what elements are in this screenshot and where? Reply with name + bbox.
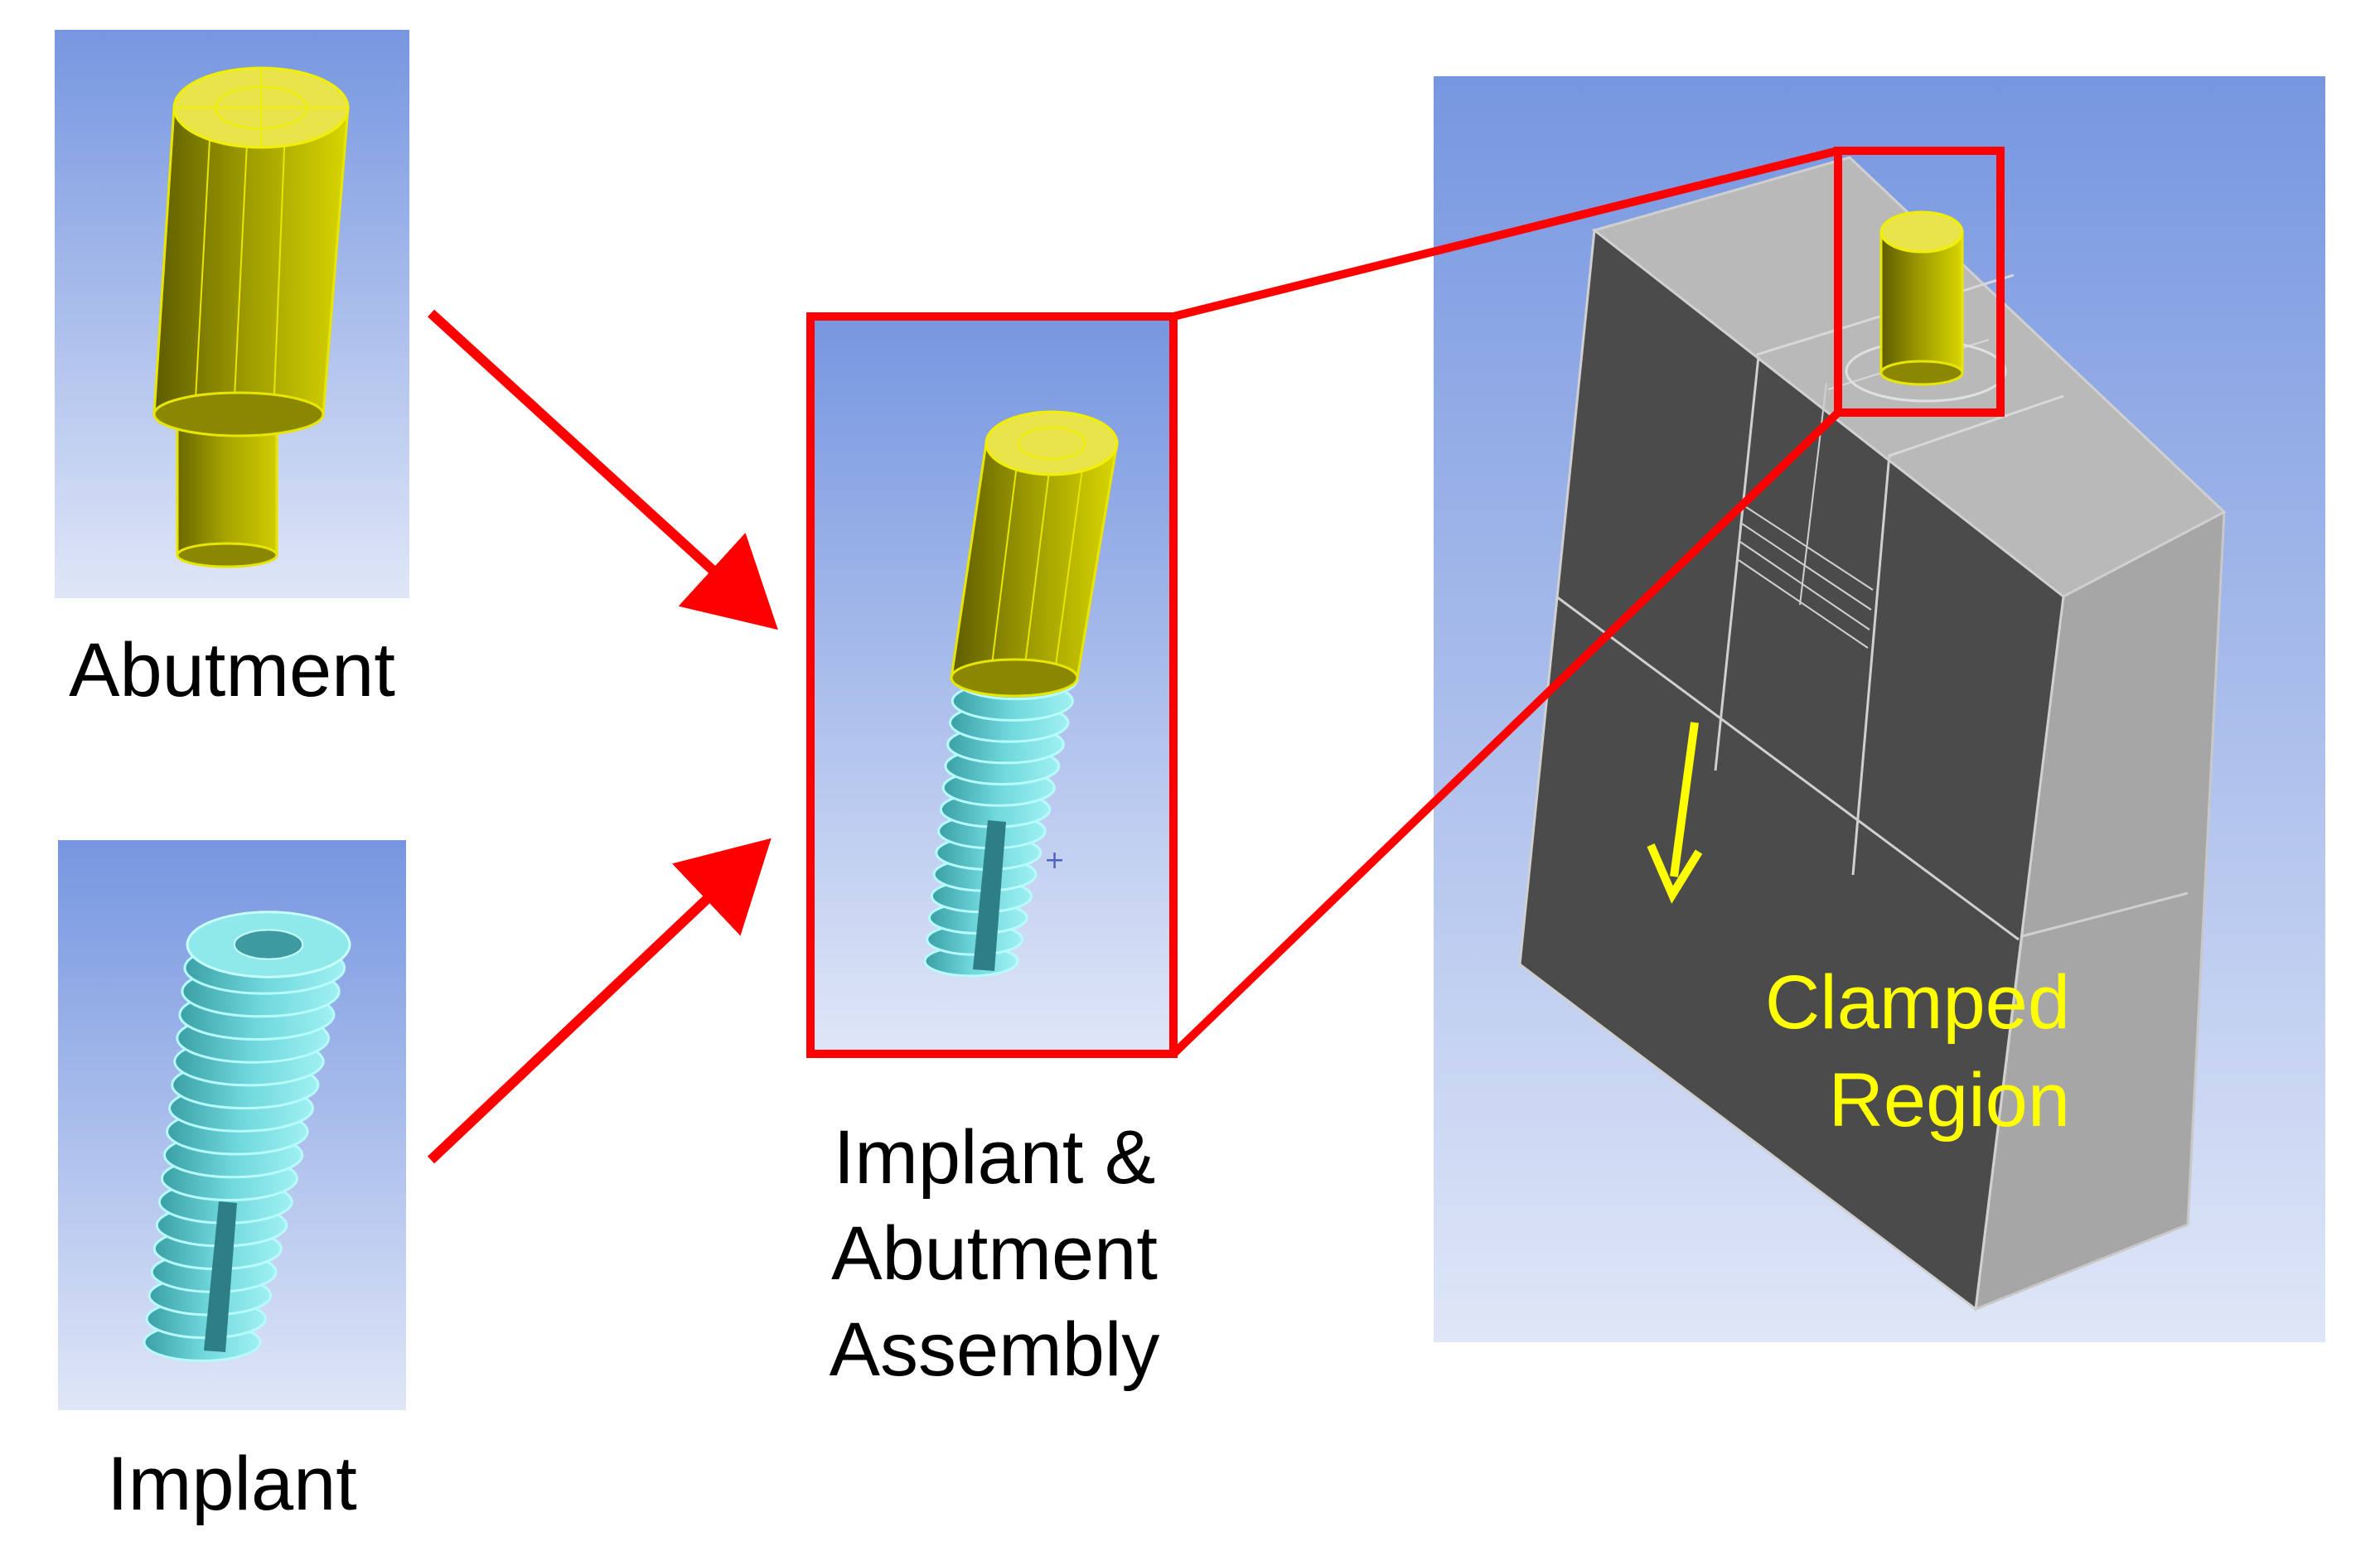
crosshair-marker: + bbox=[1044, 846, 1065, 875]
abutment-panel bbox=[55, 30, 409, 598]
bone-block-panel bbox=[1434, 76, 2325, 1342]
assembly-highlight-box bbox=[806, 312, 1178, 1058]
implant-groove bbox=[204, 1201, 237, 1352]
load-arrow-head bbox=[1647, 843, 1703, 904]
abutment-label: Abutment bbox=[69, 628, 395, 713]
implant-label: Implant bbox=[107, 1442, 357, 1526]
implant-model bbox=[143, 911, 351, 1362]
bone-block-model bbox=[1518, 156, 2227, 1312]
arrow-implant-to-assembly bbox=[427, 838, 772, 1164]
zoom-highlight-box bbox=[1834, 147, 2005, 417]
zoom-connector-top bbox=[1172, 147, 1840, 321]
implant-groove bbox=[973, 820, 1006, 971]
clamped-region-label: Clamped Region bbox=[1764, 960, 2070, 1143]
abutment-model bbox=[152, 66, 350, 568]
zoom-connector-bottom bbox=[1170, 409, 1841, 1057]
arrow-abutment-to-assembly bbox=[427, 309, 778, 631]
assembly-panel: + bbox=[806, 312, 1178, 1058]
assembly-label: Implant & Abutment Assembly bbox=[829, 1115, 1160, 1392]
assembly-model: + bbox=[923, 410, 1119, 978]
implant-panel bbox=[58, 840, 406, 1410]
load-arrow bbox=[1670, 722, 1699, 877]
implant-bore bbox=[233, 929, 304, 960]
